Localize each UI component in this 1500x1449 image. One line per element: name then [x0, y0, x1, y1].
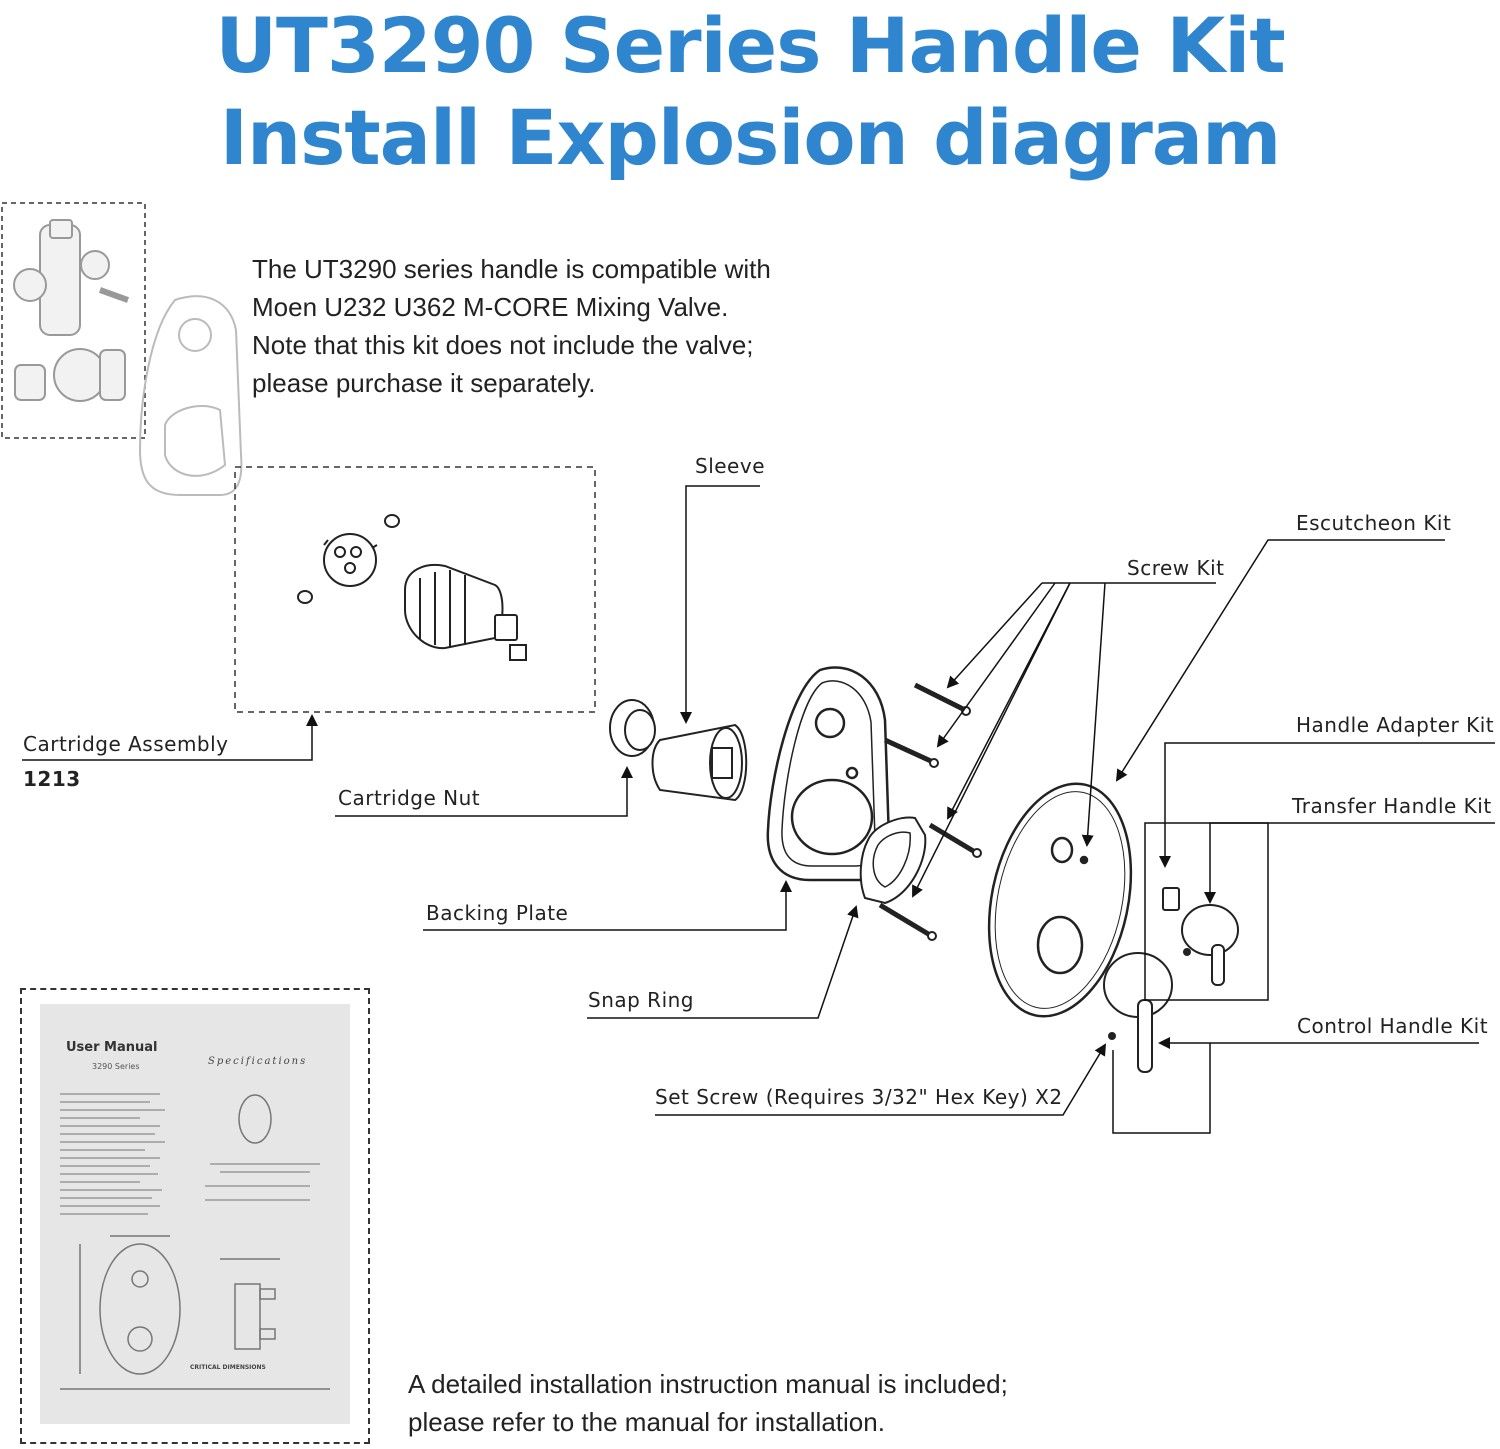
compatibility-line-4: please purchase it separately. [252, 368, 596, 398]
valve-illustration [1, 202, 243, 496]
user-manual-thumbnail: User Manual 3290 Series Specifications [20, 988, 370, 1444]
manual-note: A detailed installation instruction manu… [408, 1365, 1008, 1441]
manual-specifications: Specifications [208, 1056, 308, 1067]
manual-sheet: User Manual 3290 Series Specifications [40, 1004, 350, 1424]
page-title-line-1: UT3290 Series Handle Kit [215, 1, 1285, 90]
label-handle-adapter-kit: Handle Adapter Kit [1296, 713, 1495, 737]
label-snap-ring: Snap Ring [588, 988, 695, 1012]
compatibility-line-1: The UT3290 series handle is compatible w… [252, 254, 771, 284]
label-transfer-handle-kit: Transfer Handle Kit [1292, 794, 1492, 818]
label-escutcheon-kit: Escutcheon Kit [1296, 511, 1452, 535]
compatibility-note: The UT3290 series handle is compatible w… [252, 250, 771, 402]
manual-subtitle: 3290 Series [92, 1062, 140, 1071]
label-set-screw: Set Screw (Requires 3/32" Hex Key) X2 [655, 1085, 1063, 1109]
manual-caption: CRITICAL DIMENSIONS [190, 1364, 266, 1371]
manual-title: User Manual [66, 1040, 158, 1055]
control-handle [1103, 952, 1173, 1073]
label-cartridge-assembly: Cartridge Assembly [23, 732, 229, 756]
nut-and-sleeve [609, 699, 748, 802]
manual-note-line-2: please refer to the manual for installat… [408, 1407, 885, 1437]
snap-ring [859, 816, 927, 905]
screws [878, 682, 982, 941]
transfer-handle [1162, 887, 1239, 986]
compatibility-line-2: Moen U232 U362 M-CORE Mixing Valve. [252, 292, 729, 322]
manual-note-line-1: A detailed installation instruction manu… [408, 1369, 1008, 1399]
backing-plate [766, 666, 891, 882]
label-control-handle-kit: Control Handle Kit [1297, 1014, 1489, 1038]
leader-lines [22, 485, 1495, 1134]
page-title-line-2: Install Explosion diagram [219, 93, 1282, 182]
label-cartridge-number: 1213 [23, 767, 81, 791]
cartridge-assembly-group [234, 466, 596, 713]
compatibility-line-3: Note that this kit does not include the … [252, 330, 754, 360]
label-sleeve: Sleeve [695, 454, 766, 478]
label-screw-kit: Screw Kit [1127, 556, 1225, 580]
label-cartridge-nut: Cartridge Nut [338, 786, 481, 810]
manual-sketch [60, 1093, 330, 1390]
label-backing-plate: Backing Plate [426, 901, 569, 925]
